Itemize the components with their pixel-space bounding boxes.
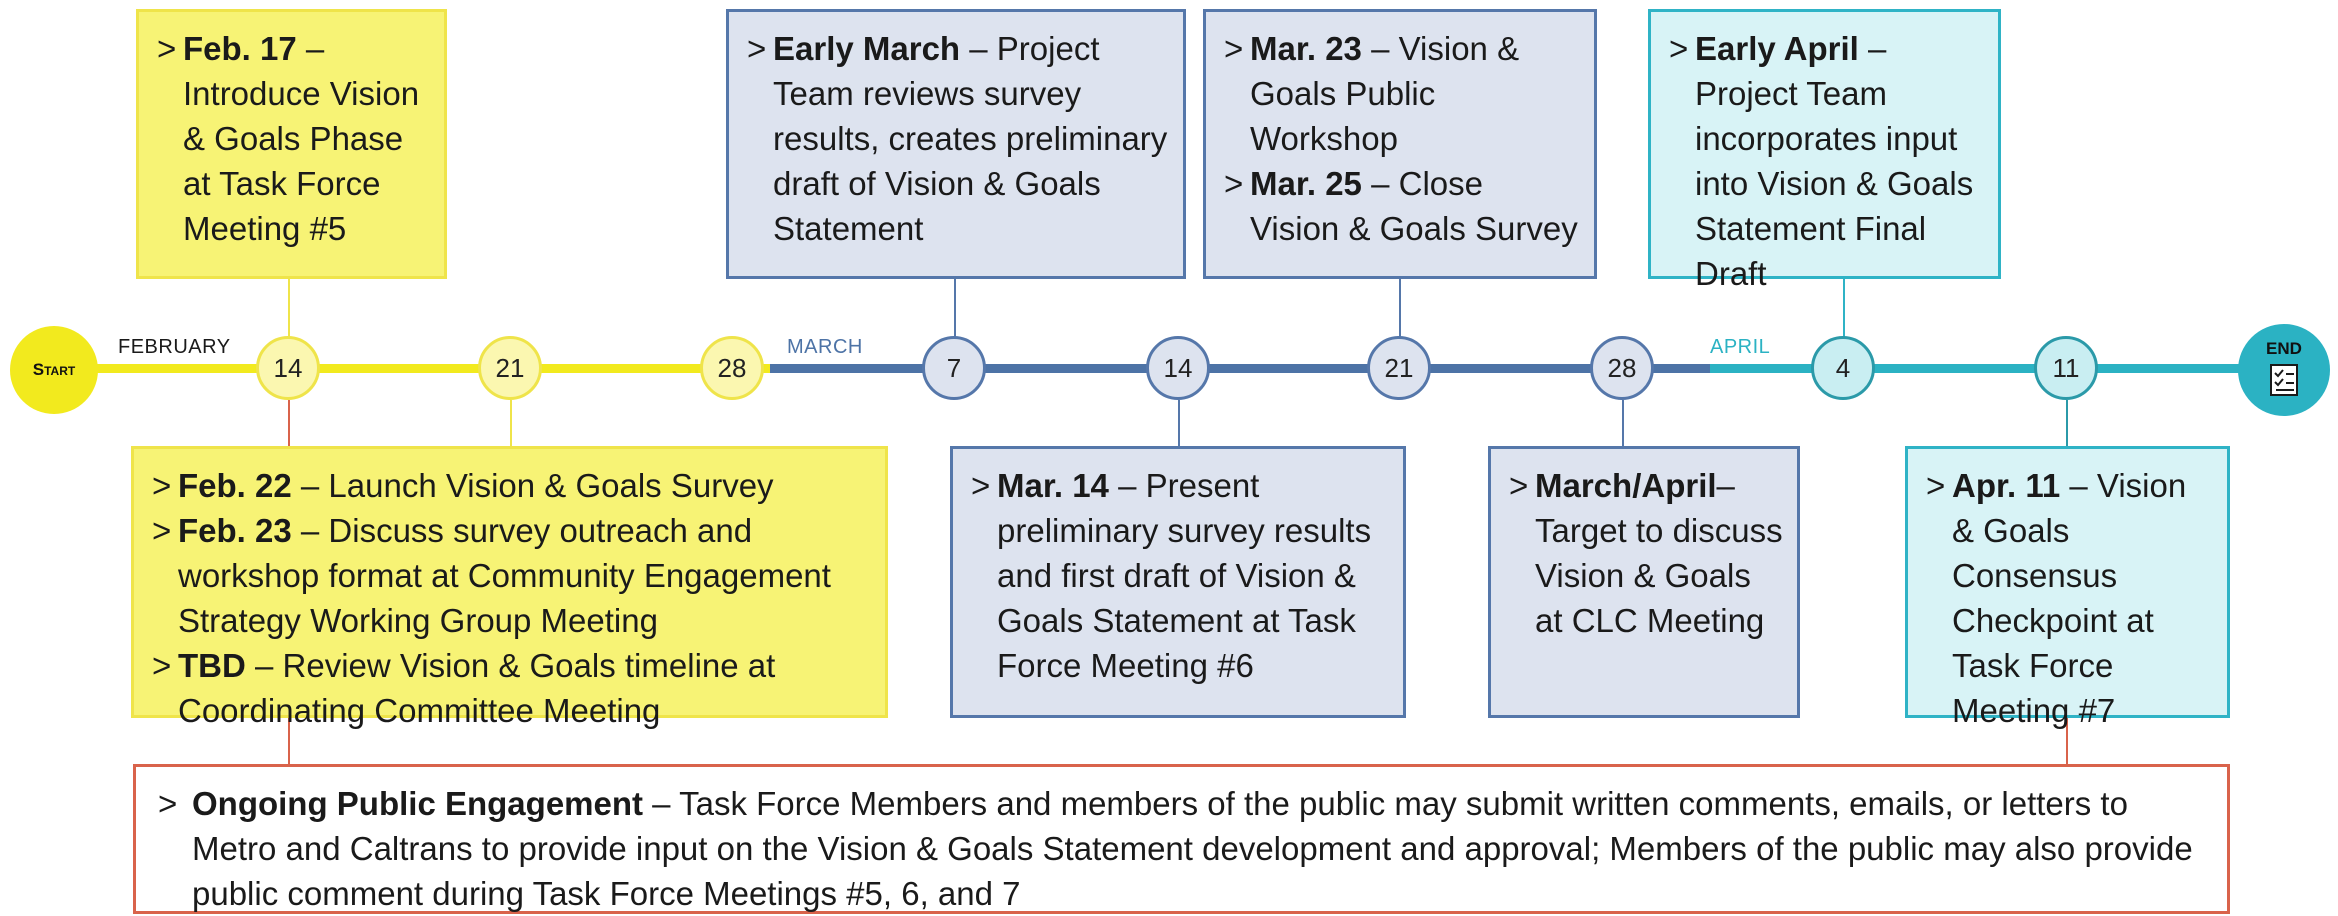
- checklist-icon: [2267, 363, 2301, 402]
- connector-ongoing-left-lower: [288, 718, 290, 764]
- month-label-february: FEBRUARY: [118, 336, 231, 358]
- start-marker: Start: [10, 326, 98, 414]
- milestone-item: Feb. 17 – Introduce Vision & Goals Phase…: [157, 26, 430, 251]
- milestone-item: TBD – Review Vision & Goals timeline at …: [152, 643, 871, 733]
- timeline-segment-february: [40, 364, 770, 373]
- milestone-item: Feb. 22 – Launch Vision & Goals Survey: [152, 463, 871, 508]
- milestone-box-march-april: March/April– Target to discuss Vision & …: [1488, 446, 1800, 718]
- connector-early-march: [954, 278, 956, 340]
- date-node-feb-14: 14: [256, 336, 320, 400]
- milestone-item: Early April – Project Team incorporates …: [1669, 26, 1984, 296]
- date-node-apr-11: 11: [2034, 336, 2098, 400]
- start-label: Start: [32, 360, 76, 379]
- end-marker: END: [2238, 324, 2330, 416]
- milestone-box-early-march: Early March – Project Team reviews surve…: [726, 9, 1186, 279]
- connector-ongoing-right: [2066, 718, 2068, 764]
- milestone-item: Apr. 11 – Vision & Goals Consensus Check…: [1926, 463, 2213, 733]
- milestone-box-mar14: Mar. 14 – Present preliminary survey res…: [950, 446, 1406, 718]
- connector-early-april: [1843, 278, 1845, 340]
- milestone-box-early-april: Early April – Project Team incorporates …: [1648, 9, 2001, 292]
- connector-mar23: [1399, 278, 1401, 340]
- milestone-item: Ongoing Public Engagement – Task Force M…: [158, 781, 2201, 916]
- milestone-item: March/April– Target to discuss Vision & …: [1509, 463, 1783, 643]
- milestone-box-feb-group: Feb. 22 – Launch Vision & Goals Survey F…: [131, 446, 888, 729]
- date-node-mar-7: 7: [922, 336, 986, 400]
- connector-march-april: [1622, 400, 1624, 446]
- connector-ongoing-left: [288, 400, 290, 446]
- date-node-feb-28: 28: [700, 336, 764, 400]
- timeline-segment-april: [1710, 364, 2290, 373]
- connector-feb17: [288, 278, 290, 340]
- milestone-box-apr11: Apr. 11 – Vision & Goals Consensus Check…: [1905, 446, 2230, 729]
- date-node-mar-14: 14: [1146, 336, 1210, 400]
- milestone-item: Mar. 25 – Close Vision & Goals Survey: [1224, 161, 1580, 251]
- month-label-april: APRIL: [1710, 336, 1771, 358]
- date-node-apr-4: 4: [1811, 336, 1875, 400]
- connector-mar14: [1178, 400, 1180, 446]
- date-node-mar-21: 21: [1367, 336, 1431, 400]
- date-node-mar-28: 28: [1590, 336, 1654, 400]
- milestone-box-mar23: Mar. 23 – Vision & Goals Public Workshop…: [1203, 9, 1597, 279]
- month-label-march: MARCH: [787, 336, 863, 358]
- milestone-item: Mar. 23 – Vision & Goals Public Workshop: [1224, 26, 1580, 161]
- ongoing-engagement-box: Ongoing Public Engagement – Task Force M…: [133, 764, 2230, 914]
- connector-feb-group: [510, 400, 512, 446]
- connector-apr11: [2066, 400, 2068, 446]
- end-label: END: [2266, 338, 2302, 358]
- milestone-box-feb17: Feb. 17 – Introduce Vision & Goals Phase…: [136, 9, 447, 279]
- milestone-item: Early March – Project Team reviews surve…: [747, 26, 1169, 251]
- milestone-item: Feb. 23 – Discuss survey outreach and wo…: [152, 508, 871, 643]
- timeline-segment-march: [770, 364, 1710, 373]
- milestone-item: Mar. 14 – Present preliminary survey res…: [971, 463, 1389, 688]
- date-node-feb-21: 21: [478, 336, 542, 400]
